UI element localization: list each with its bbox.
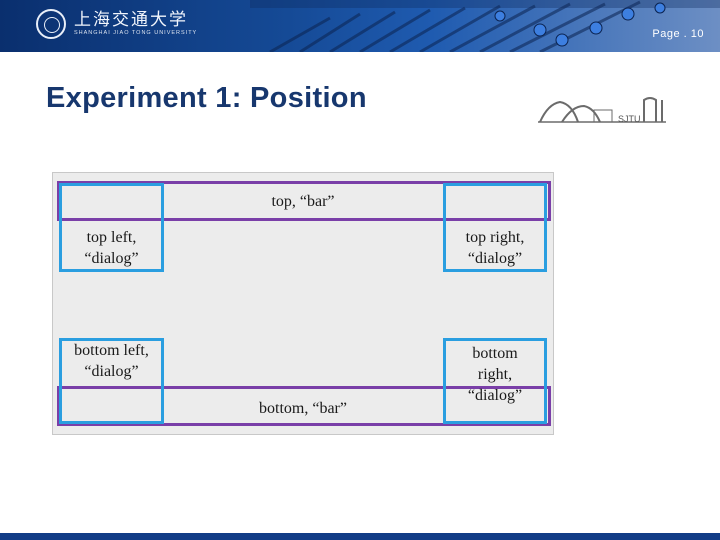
bottom-bar-label: bottom, “bar”: [259, 400, 347, 417]
position-diagram: top, “bar” bottom, “bar” top left,“dialo…: [52, 172, 554, 435]
sjtu-gate-logo-icon: SJTU: [538, 97, 666, 124]
footer-bar: [0, 533, 720, 540]
header-banner: 上海交通大学 SHANGHAI JIAO TONG UNIVERSITY Pag…: [0, 0, 720, 52]
sjtu-mark-text: SJTU: [618, 114, 641, 124]
top-right-label: top right,“dialog”: [465, 229, 525, 267]
slide-title: Experiment 1: Position: [46, 82, 367, 114]
page-number: Page . 10: [652, 28, 704, 40]
logo-chinese-name: 上海交通大学: [74, 9, 188, 30]
logo-english-name: SHANGHAI JIAO TONG UNIVERSITY: [74, 29, 198, 36]
top-right-dialog-region: [443, 183, 547, 272]
eave-decoration-icon: [250, 0, 720, 52]
top-left-dialog-region: [59, 183, 164, 272]
university-logo: 上海交通大学 SHANGHAI JIAO TONG UNIVERSITY: [36, 9, 197, 39]
bottom-right-dialog-region: [443, 338, 547, 424]
bottom-bar-region: [57, 386, 551, 426]
bottom-left-dialog-region: [59, 338, 164, 424]
top-left-label: top left,“dialog”: [84, 229, 139, 267]
top-bar-region: [57, 181, 551, 221]
top-bar-label: top, “bar”: [271, 193, 335, 210]
bottom-left-label: bottom left,“dialog”: [74, 342, 149, 380]
university-seal-icon: [36, 9, 66, 39]
